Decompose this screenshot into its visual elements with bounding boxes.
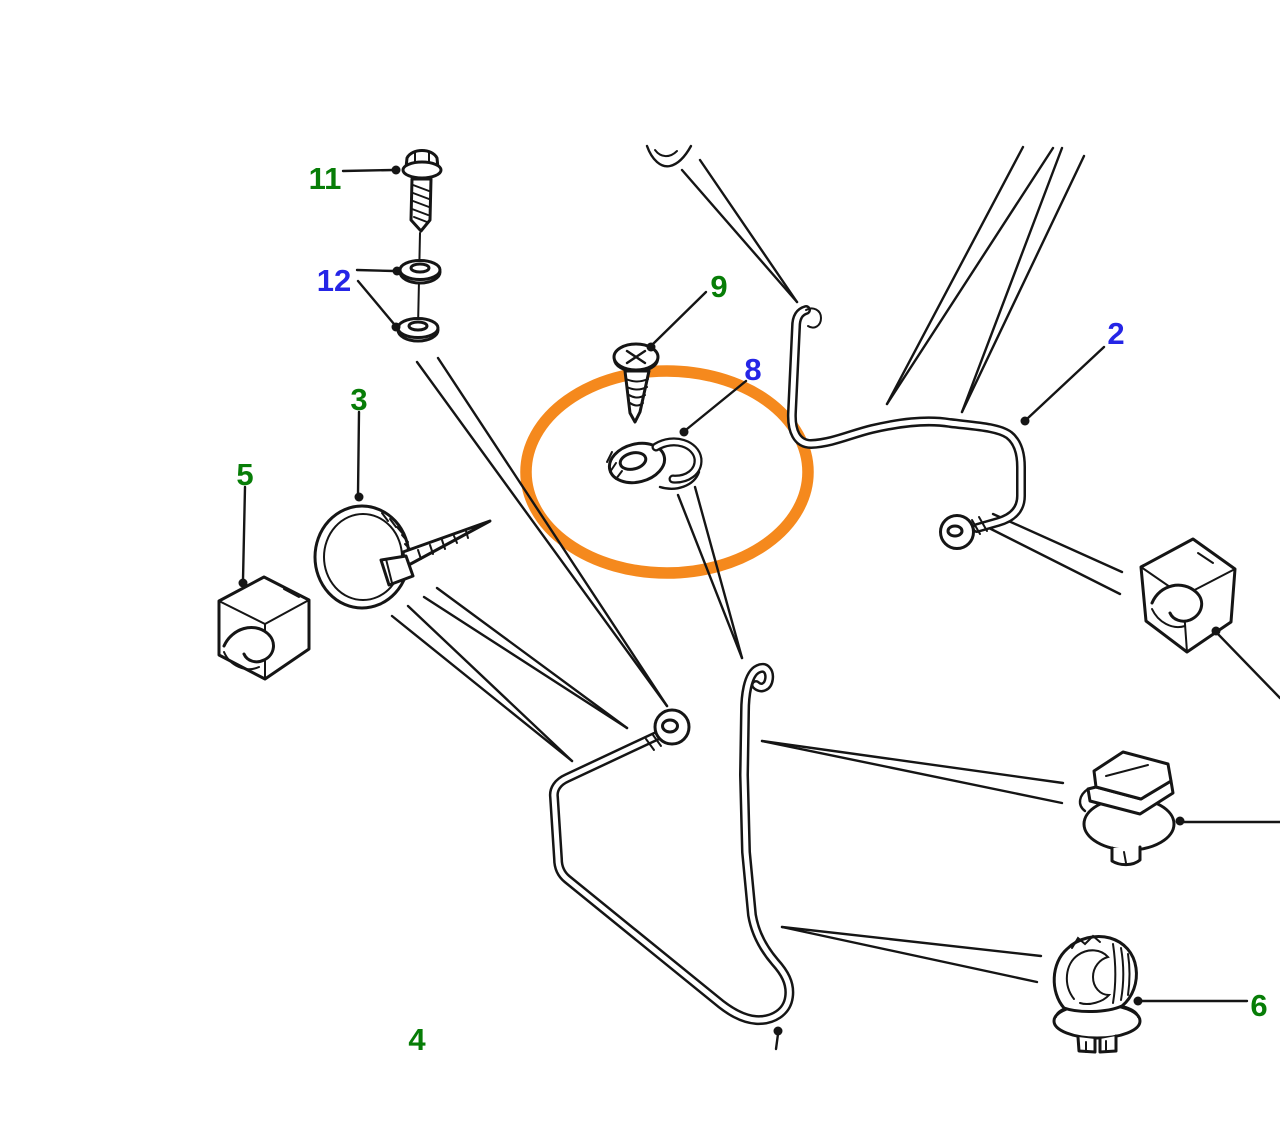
callout-labels: 11 12 3 5 9 8 2 4 6 [236, 161, 1267, 1057]
grommet-foot [1098, 1034, 1118, 1054]
callout-label-9: 9 [710, 269, 727, 304]
callout-label-8: 8 [744, 352, 761, 387]
pointer-line [960, 154, 1086, 414]
flag-fold-arm [1078, 787, 1090, 813]
block-clip-right-drawing [1139, 537, 1237, 654]
grommet-drawing [1052, 934, 1142, 1054]
pointer-line [422, 595, 629, 730]
pointer-line [760, 739, 1064, 805]
leader-8 [679, 379, 748, 437]
leader-flag-clip [1175, 816, 1280, 826]
pointer-line [436, 356, 669, 708]
pipe-2-drawing [786, 305, 1026, 550]
pointer-line [780, 925, 1043, 958]
callout-label-3: 3 [350, 382, 367, 417]
pointer-line [780, 925, 1039, 984]
phillips-cross [625, 349, 647, 365]
cable-tie-drawing [313, 504, 492, 610]
clip-channel [1150, 583, 1204, 623]
pointer-line [645, 144, 693, 168]
thread-ribs [625, 378, 649, 407]
pointer-line [390, 614, 574, 763]
callout-label-5: 5 [236, 457, 253, 492]
pointer-line [415, 360, 669, 708]
leader-6 [1133, 996, 1249, 1006]
callout-label-11: 11 [309, 161, 342, 196]
pointer-line [960, 146, 1064, 414]
tie-strap [401, 519, 492, 569]
leader-3 [354, 410, 364, 502]
leader-12b [356, 279, 401, 332]
pipe-hatching [971, 516, 988, 535]
pointer-line [680, 168, 799, 304]
flag-clip-drawing [1078, 750, 1176, 867]
ring-hatching [606, 451, 623, 480]
pointer-line [991, 512, 1124, 574]
pipe-hook-curl [805, 307, 823, 329]
banjo-hole [946, 524, 964, 538]
grommet-body [1052, 934, 1138, 1013]
pointer-line [760, 739, 1065, 785]
pointer-line [693, 485, 744, 660]
pointer-line [654, 149, 678, 158]
tie-hatching [381, 512, 412, 551]
callout-label-4: 4 [408, 1022, 426, 1057]
leader-lines [238, 165, 1280, 1051]
pipe-hatching [645, 734, 662, 751]
grommet-channel [1066, 949, 1112, 1005]
pointer-line [885, 146, 1055, 406]
flag-clip-pin [1110, 845, 1142, 867]
flag-plate-upper [1092, 750, 1173, 801]
tie-ratchet-head [379, 554, 415, 587]
leader-right-block [1211, 626, 1280, 700]
pointer-line [406, 604, 574, 763]
leader-2 [1020, 345, 1106, 426]
pointer-line [435, 586, 629, 730]
leader-9 [646, 290, 708, 352]
leader-12a [355, 266, 402, 276]
callout-label-2: 2 [1107, 316, 1124, 351]
screw-drawing [612, 342, 660, 424]
p-clip-drawing [606, 437, 703, 490]
pointer-line [985, 525, 1122, 596]
pointer-line [676, 493, 744, 660]
grommet-ribs [1112, 943, 1131, 1004]
pipe-4-drawing [548, 662, 795, 1026]
callout-label-12: 12 [317, 263, 351, 298]
leader-5 [238, 485, 248, 588]
clip-channel [222, 626, 275, 664]
block-clip-5-drawing [217, 575, 311, 681]
banjo-hole [661, 718, 679, 734]
leader-11 [341, 165, 401, 175]
pointer-wedges [390, 144, 1124, 984]
washer-upper [398, 259, 442, 285]
strap-hatching [417, 530, 469, 560]
bolt-flange [401, 160, 443, 180]
leader-pipe-4 [773, 1026, 783, 1051]
thread-hatching [411, 184, 430, 223]
highlight-ellipse [520, 365, 814, 579]
hex-bolt-drawing [401, 149, 443, 328]
pointer-line [698, 158, 799, 304]
washer-lower [396, 317, 440, 343]
p-clip-hole [618, 451, 648, 471]
pointer-line [885, 145, 1025, 406]
washers-drawing [396, 259, 442, 343]
callout-label-6: 6 [1250, 988, 1267, 1023]
